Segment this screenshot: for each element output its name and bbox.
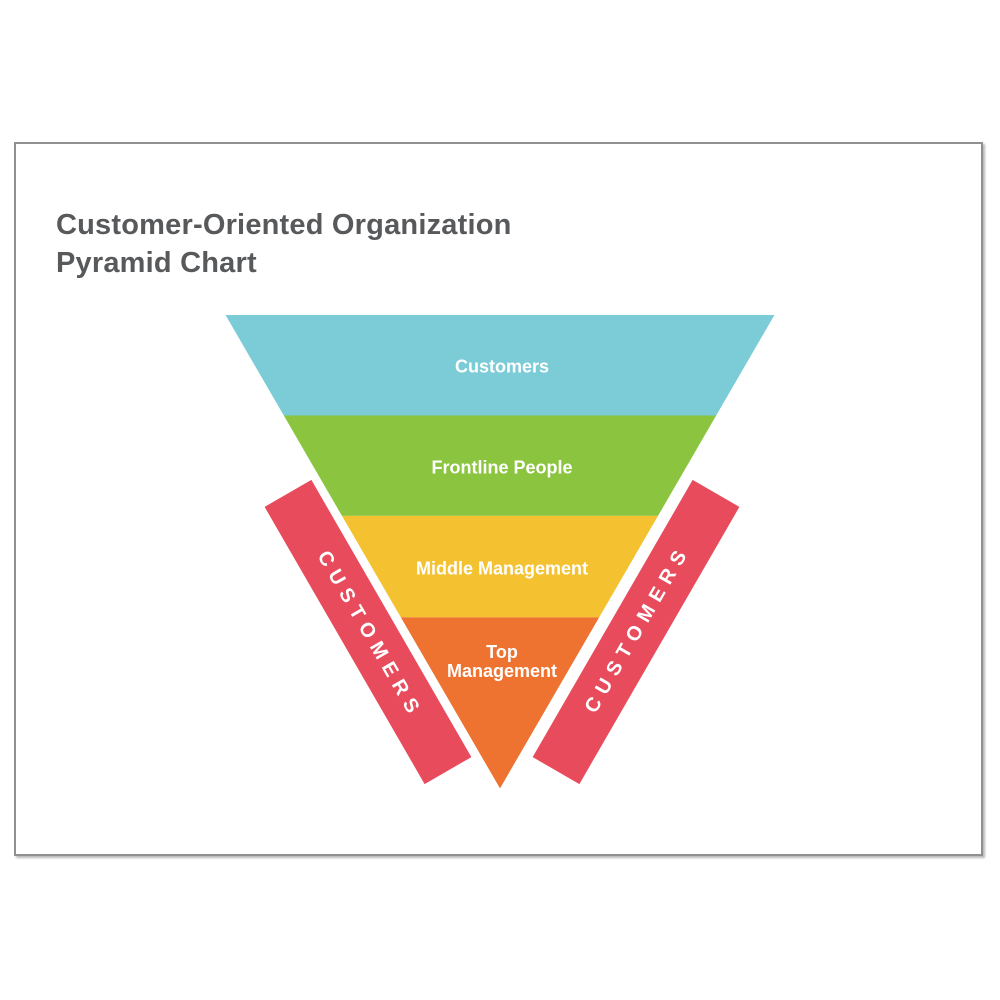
page-title: Customer-Oriented Organization Pyramid C… — [56, 209, 512, 279]
pyramid-level-label: Top Management — [446, 642, 558, 681]
slide-canvas: Customer-Oriented Organization Pyramid C… — [14, 142, 983, 856]
pyramid-level-1 — [225, 315, 775, 416]
pyramid-level-label: Middle Management — [415, 558, 589, 579]
pyramid-shape — [225, 315, 775, 789]
pyramid-level-label: Customers — [454, 356, 550, 376]
pyramid-level-3 — [341, 515, 659, 618]
pyramid-level-2 — [283, 415, 717, 516]
pyramid-level-4 — [400, 617, 600, 789]
pyramid-level-label: Frontline People — [431, 457, 573, 477]
